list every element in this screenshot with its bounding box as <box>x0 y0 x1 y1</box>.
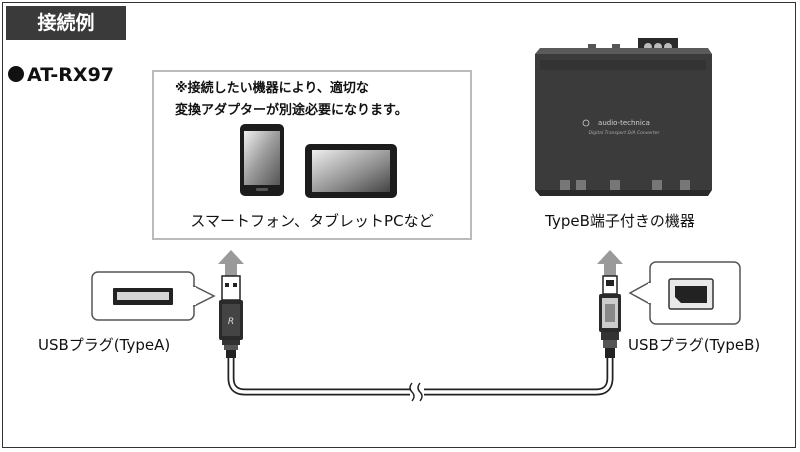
arrow-up-icon <box>597 250 623 276</box>
bullet-icon <box>8 66 24 82</box>
target-device-label: TypeB端子付きの機器 <box>545 212 695 230</box>
adapter-note-line-1: ※接続したい機器により、適切な <box>175 81 369 96</box>
smartphone-icon <box>240 124 284 196</box>
svg-text:R: R <box>228 317 234 327</box>
tablet-icon <box>305 144 397 198</box>
typea-plug-label: USBプラグ(TypeA) <box>38 336 171 354</box>
arrow-up-icon <box>218 250 244 276</box>
adapter-note: ※接続したい機器により、適切な 変換アダプターが別途必要になります。 <box>175 78 408 122</box>
model-name: AT-RX97 <box>27 64 115 86</box>
typea-port-callout <box>91 271 216 321</box>
source-device-label: スマートフォン、タブレットPCなど <box>190 212 434 230</box>
device-product-line: Digital Transport D/A Converter <box>589 130 661 136</box>
usb-typeb-plug <box>599 275 621 358</box>
usb-typea-plug: R <box>219 275 243 358</box>
model-heading: AT-RX97 <box>8 64 114 86</box>
device-brand: audio-technica <box>598 119 650 127</box>
usb-typeb-device: audio-technica Digital Transport D/A Con… <box>535 38 712 196</box>
page-title: 接続例 <box>6 6 126 40</box>
typeb-port-callout <box>628 261 741 325</box>
typeb-plug-label: USBプラグ(TypeB) <box>628 336 761 354</box>
adapter-note-line-2: 変換アダプターが別途必要になります。 <box>175 103 408 118</box>
